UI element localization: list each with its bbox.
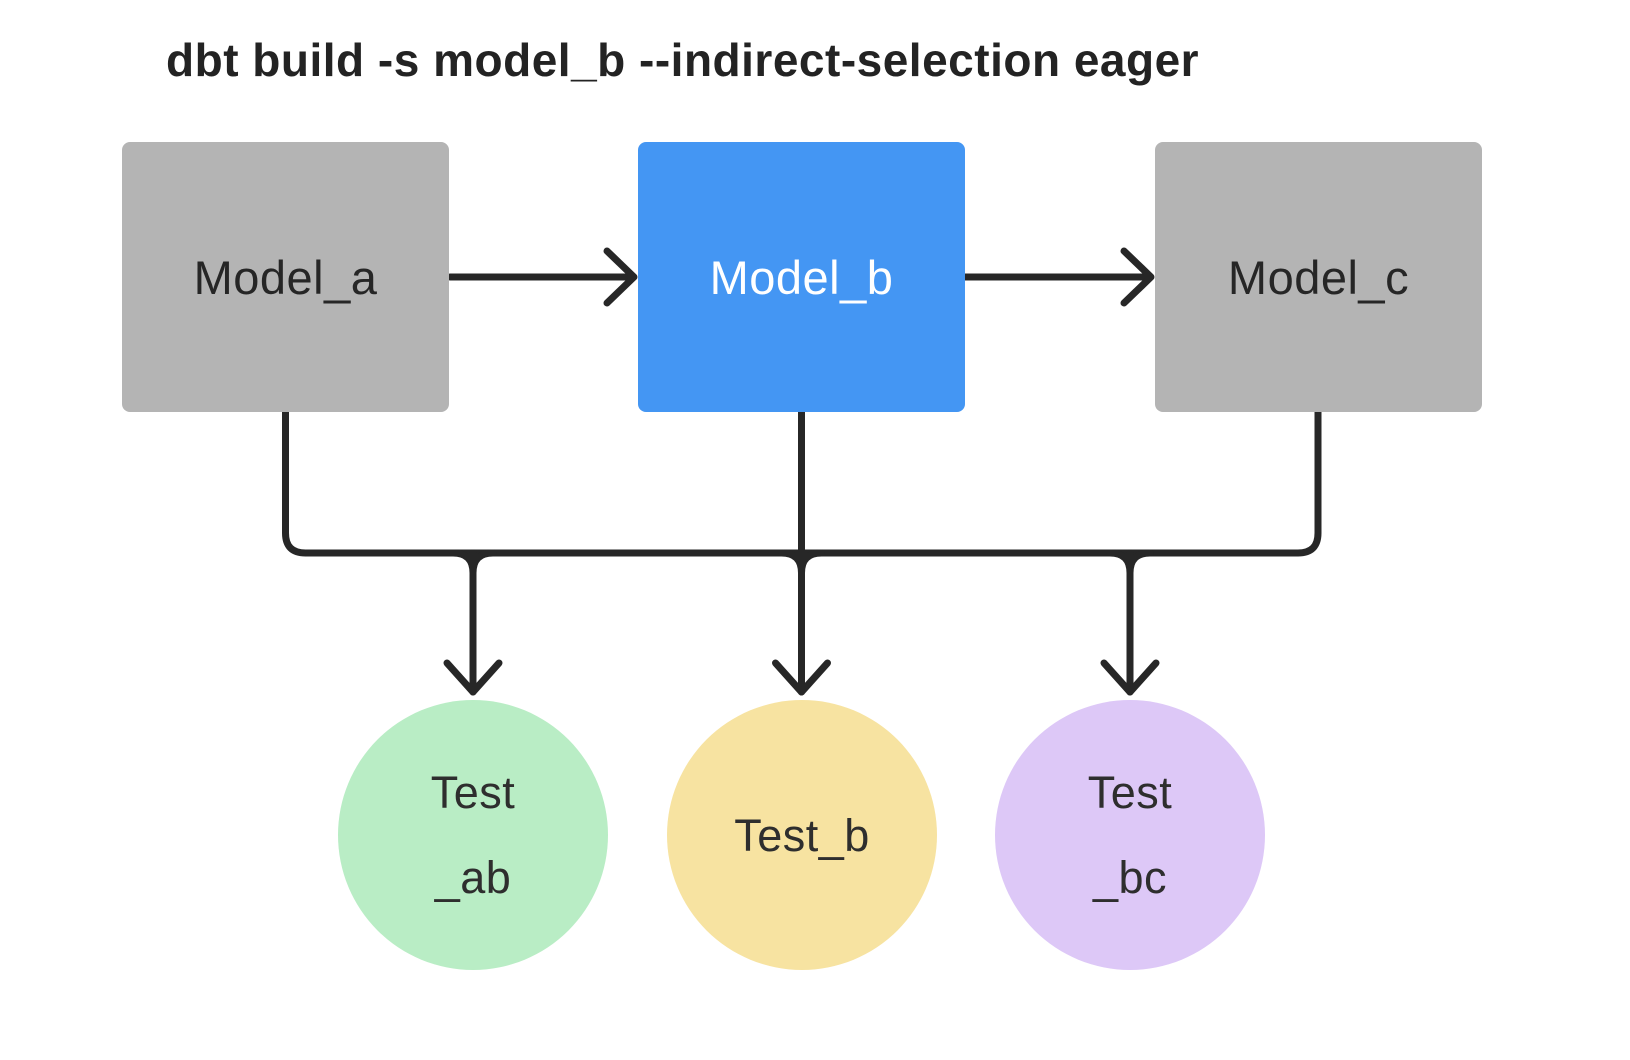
node-model-b-label: Model_b <box>709 250 894 304</box>
node-test-ab-label-line2: _ab <box>434 852 512 903</box>
arrow-down-icon <box>1100 659 1160 696</box>
connector-group <box>282 247 1322 696</box>
node-test-bc-label-line1: Test <box>1087 767 1173 818</box>
node-model-c: Model_c <box>1155 142 1482 412</box>
node-model-b-selected: Model_b <box>638 142 965 412</box>
arrow-right-icon <box>603 247 638 307</box>
node-model-a: Model_a <box>122 142 449 412</box>
node-test-b: Test_b <box>667 700 937 970</box>
diagram-title: dbt build -s model_b --indirect-selectio… <box>166 34 1200 86</box>
arrow-right-icon <box>1120 247 1155 307</box>
node-test-bc: Test _bc <box>995 700 1265 970</box>
node-test-b-label-line1: Test_b <box>734 809 870 861</box>
arrow-down-icon <box>772 659 831 696</box>
node-test-ab: Test _ab <box>338 700 608 970</box>
node-model-a-label: Model_a <box>193 250 378 304</box>
node-test-ab-label-line1: Test <box>430 767 516 818</box>
node-test-bc-label-line2: _bc <box>1092 852 1168 903</box>
node-model-c-label: Model_c <box>1227 250 1410 304</box>
arrow-down-icon <box>443 659 503 696</box>
